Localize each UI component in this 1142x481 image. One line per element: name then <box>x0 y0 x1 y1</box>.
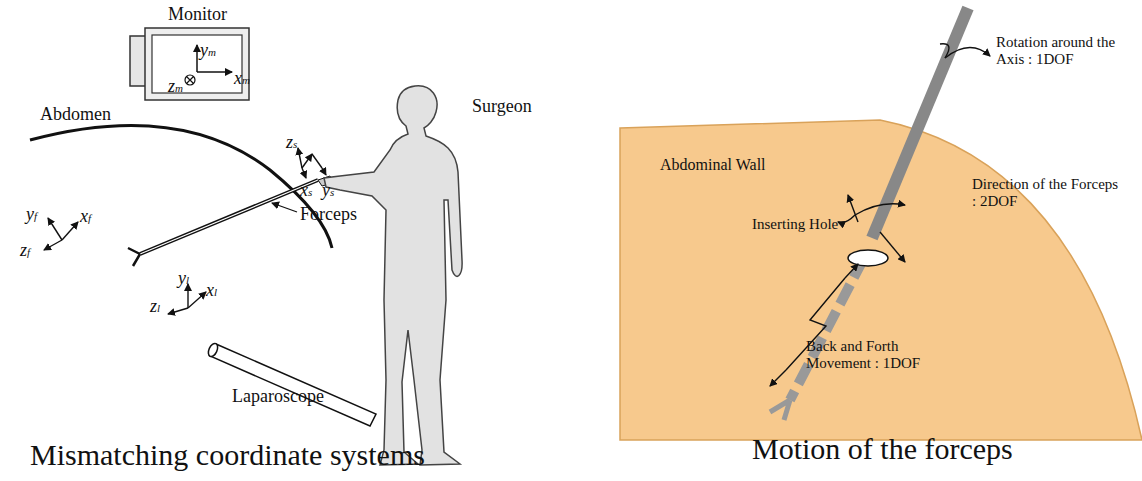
axis-label: xm <box>234 68 250 89</box>
leader-line <box>272 203 297 212</box>
part-label: Rotation around the Axis : 1DOF <box>996 34 1136 69</box>
axis-label: zm <box>168 76 183 97</box>
axes <box>298 148 326 178</box>
axis-label: yf <box>26 204 37 225</box>
axis-label: zs <box>286 132 297 153</box>
forceps <box>770 8 968 420</box>
axis-label: ym <box>200 40 216 61</box>
part-label: Laparoscope <box>232 386 324 407</box>
motion-arrows <box>770 44 990 386</box>
part-label: Direction of the Forceps : 2DOF <box>972 176 1122 211</box>
abdominal-wall-region <box>620 120 1142 440</box>
axis-label: xf <box>80 206 91 227</box>
part-label: Forceps <box>300 204 357 225</box>
axis-label: ys <box>322 180 334 201</box>
caption: Motion of the forceps <box>752 432 1013 467</box>
abdomen-wall <box>30 125 332 248</box>
part-label: Inserting Hole <box>752 216 838 233</box>
axis-label: xs <box>300 180 312 201</box>
part-label: Surgeon <box>472 96 532 117</box>
part-label: Back and Forth Movement : 1DOF <box>806 338 946 373</box>
axis-label: zf <box>20 240 30 261</box>
axes <box>44 218 78 250</box>
part-label: Monitor <box>168 4 227 25</box>
caption: Mismatching coordinate systems <box>30 438 425 473</box>
axes <box>168 284 206 314</box>
monitor <box>130 28 249 100</box>
part-label: Abdomen <box>40 104 111 125</box>
laparoscope <box>206 342 376 426</box>
axis-label: xl <box>206 280 217 301</box>
axis-label: yl <box>178 268 189 289</box>
part-label: Abdominal Wall <box>660 156 766 174</box>
axis-label: zl <box>150 296 160 317</box>
